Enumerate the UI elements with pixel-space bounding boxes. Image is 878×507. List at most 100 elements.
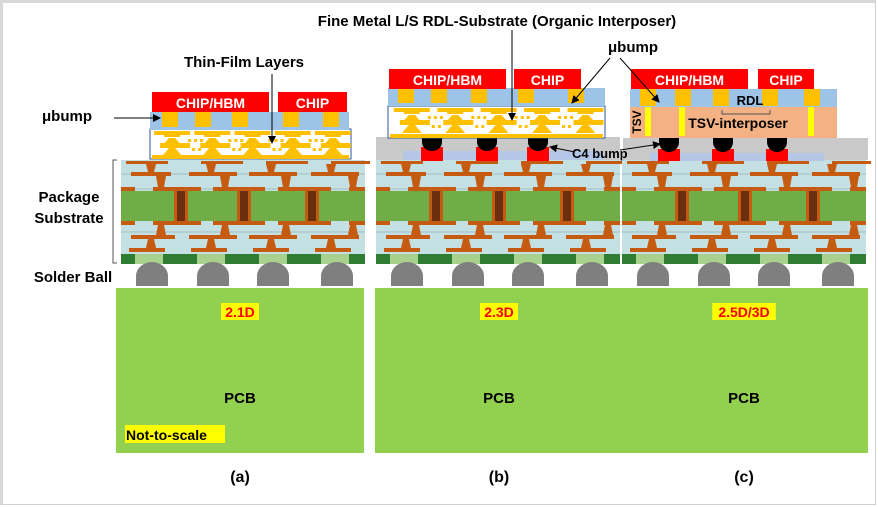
rdl-line [524,108,561,112]
ball-pad-opening [197,254,225,264]
trace-l3 [779,221,832,225]
trace-l1 [444,172,492,176]
ball-pad-opening [452,254,480,264]
trace-l2 [604,187,620,191]
chip-hbm [631,69,748,89]
rdl-dot [433,116,437,119]
rdl-line [274,131,311,135]
ball-pad [315,248,351,252]
surface-pad [627,161,669,164]
solder-mask [622,254,866,264]
ball-pad-opening [135,254,163,264]
solder-ball [512,262,544,286]
ball-pad [754,248,790,252]
ubump-arrow-b [571,57,611,104]
micro-via [707,239,717,248]
rdl-dot [320,139,324,142]
rdl-dot [520,116,524,119]
micro-via [647,239,657,248]
trace-l2 [654,187,702,191]
ball-pad [446,248,482,252]
micro-via [146,164,156,172]
trace-l4 [311,235,359,239]
trace-l1 [750,172,798,176]
surface-pad [456,161,498,164]
micro-via [647,164,657,172]
rdl-line [567,108,604,112]
c4-bump [713,138,733,152]
micro-via [475,225,485,235]
ubump [232,112,248,127]
surface-pad [381,161,423,164]
rdl-dot [568,125,572,128]
c4-pad [527,147,549,161]
tech-label-highlight [712,303,776,320]
ball-pad-opening [514,254,542,264]
trace-l3 [533,221,586,225]
core-via [432,191,440,221]
rdl-via [401,125,422,133]
panel-caption: (c) [734,469,754,486]
trace-l2 [278,187,331,191]
substrate-bracket [112,159,117,264]
solder-ball [452,262,484,286]
panel-caption: (b) [489,469,509,486]
trace-l2 [850,187,866,191]
trace-l3 [121,221,135,225]
micro-via [657,176,667,187]
rdl-dot [564,116,568,119]
solder-ball-label: Solder Ball [34,269,112,286]
c4-pad [658,149,680,161]
rdl-via [445,125,466,133]
c4-arrow-c [619,141,661,151]
rdl-dot [228,139,232,142]
ubump [323,112,339,127]
chip-hbm [389,69,506,89]
trace-l3 [850,221,866,225]
ubump [195,112,211,127]
chip-hbm-label: CHIP/HBM [176,95,245,111]
c4-bump [659,138,679,152]
surface-pad [521,161,563,164]
micro-via [281,176,291,187]
c4-bump [477,138,497,151]
micro-via [401,164,411,172]
micro-via [266,239,276,248]
chip [278,92,347,112]
rdl-line [530,120,561,125]
micro-via [767,239,777,248]
rdl-dot [524,125,528,128]
ubump-label-bc: μbump [608,39,658,56]
fine-metal-label: Fine Metal L/S RDL-Substrate (Organic In… [318,13,676,30]
rdl-dot [194,139,198,142]
micro-via [782,225,792,235]
micro-via [348,225,358,235]
micro-via [707,164,717,172]
rdl-line [280,143,311,148]
rdl-dot [318,148,322,151]
rdl-dot [562,125,566,128]
c4-arrow-b [549,144,576,153]
trace-l4 [632,235,676,239]
ubump-label-a: μbump [42,108,92,125]
core-via [177,191,185,221]
micro-via [461,239,471,248]
rdl-dot [280,139,284,142]
micro-via [326,239,336,248]
rdl-via [532,125,553,133]
rdl-via [282,148,303,156]
rdl-line [480,108,517,112]
trace-l3 [604,221,620,225]
c4-pad [766,149,788,161]
rdl-via [202,148,223,156]
trace-l4 [750,235,798,239]
ubump [471,88,487,103]
ball-pad [508,248,544,252]
rdl-line [154,131,191,135]
tech-label: 2.1D [225,304,255,320]
tech-label-highlight [480,303,518,320]
solder-ball [321,262,353,286]
micro-via [536,225,546,235]
rdl-dot [232,148,236,151]
